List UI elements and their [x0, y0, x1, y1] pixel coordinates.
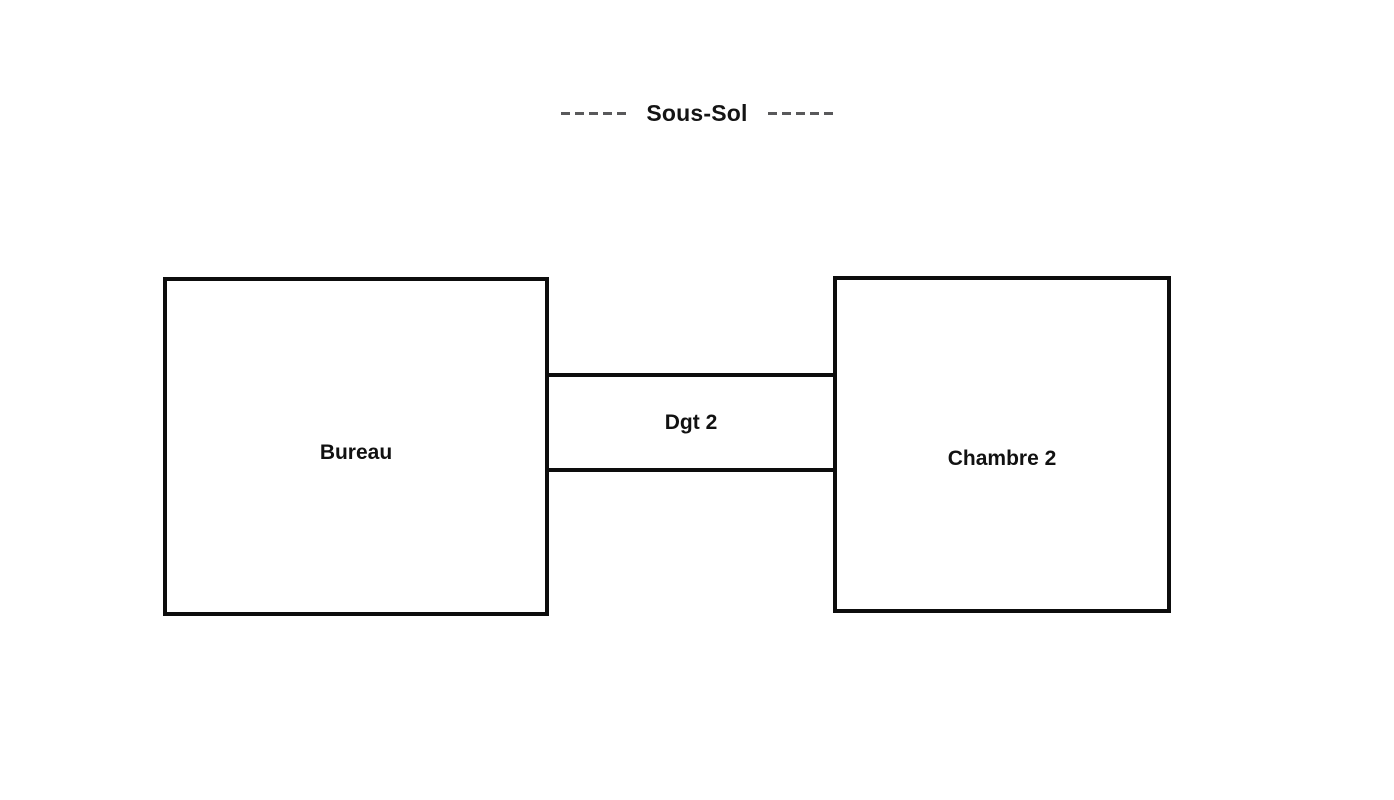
corridor-label-dgt2: Dgt 2 — [664, 411, 718, 434]
title-dashes-right — [767, 112, 833, 115]
room-label-bureau: Bureau — [319, 441, 393, 464]
corridor-wall-bottom — [549, 468, 833, 472]
corridor-wall-top — [549, 373, 833, 377]
room-bureau[interactable]: Bureau — [163, 277, 549, 616]
corridor-dgt2[interactable]: Dgt 2 — [549, 373, 833, 472]
room-chambre2[interactable]: Chambre 2 — [833, 276, 1171, 613]
page-title: Sous-Sol — [646, 100, 748, 126]
floor-plan-title: Sous-Sol — [0, 100, 1394, 127]
room-label-chambre2: Chambre 2 — [947, 447, 1057, 470]
title-dashes-left — [561, 112, 627, 115]
